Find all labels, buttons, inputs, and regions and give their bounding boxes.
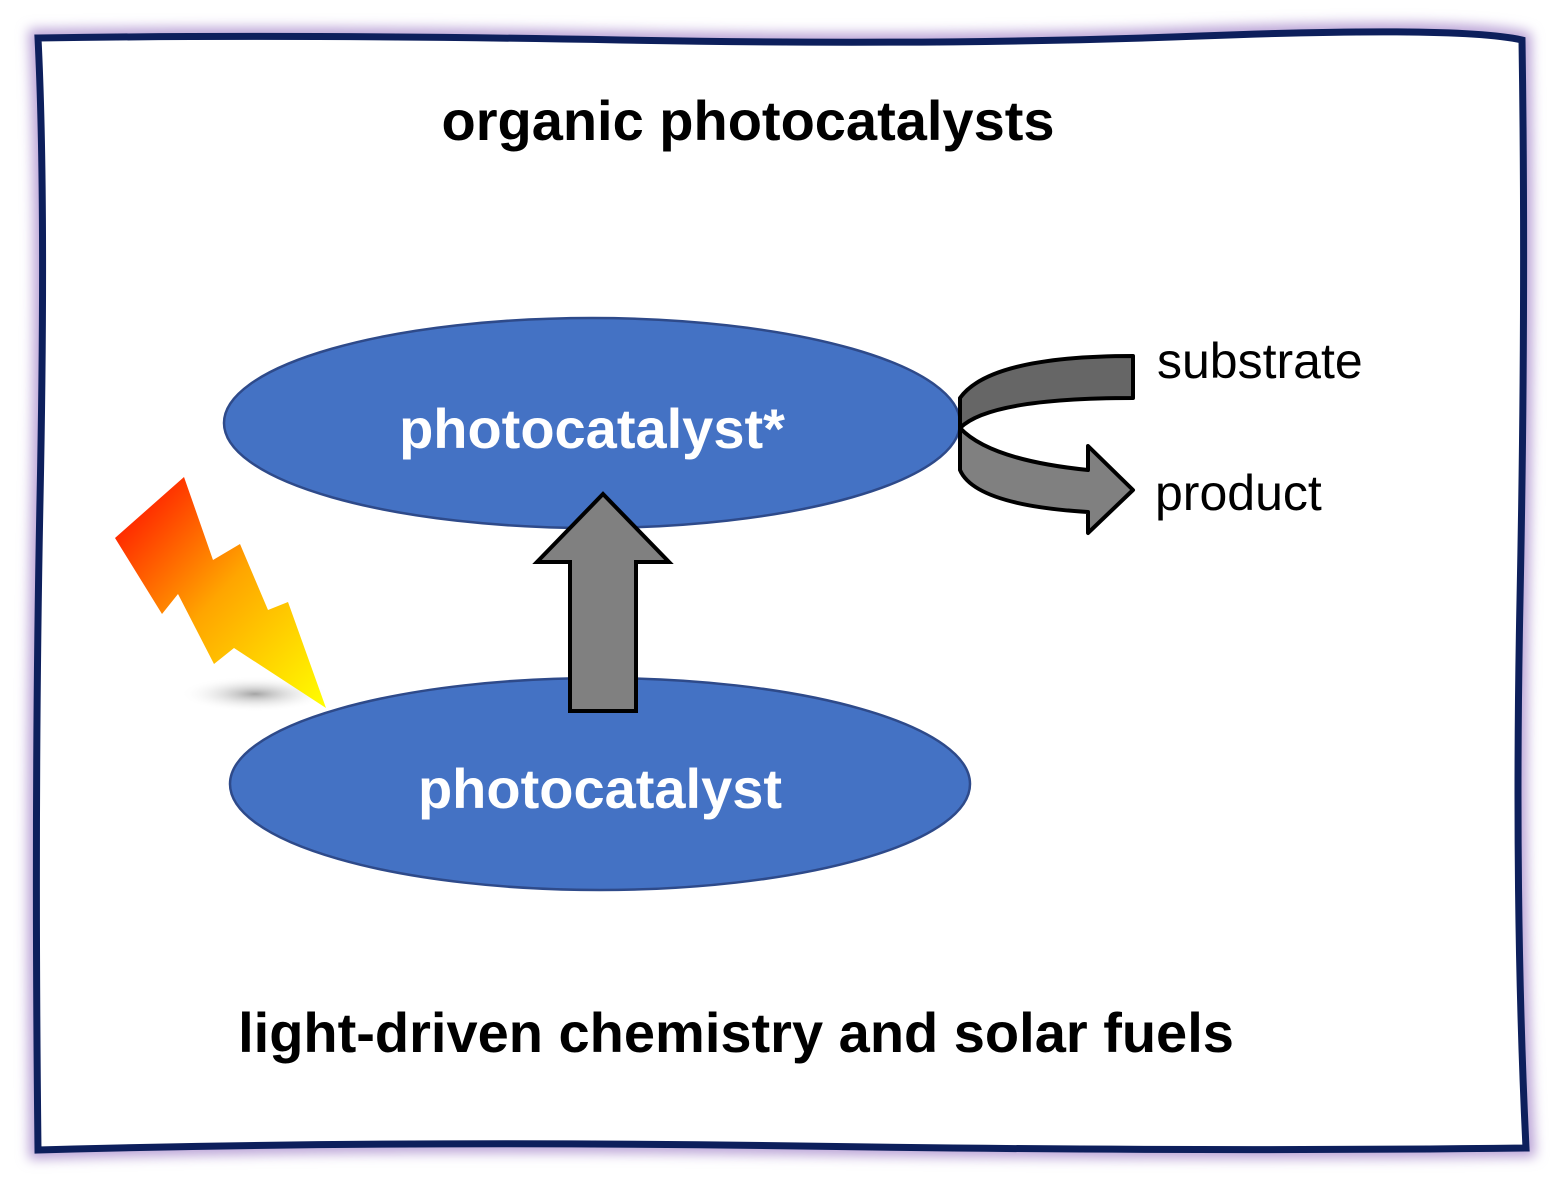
lightning-bolt-icon [115, 477, 326, 708]
diagram-subtitle: light-driven chemistry and solar fuels [238, 1001, 1234, 1064]
diagram-title: organic photocatalysts [441, 89, 1054, 152]
substrate-label: substrate [1157, 333, 1363, 389]
ground-state-label: photocatalyst [418, 757, 782, 820]
curved-arrow-icon [958, 426, 1135, 535]
up-arrow-icon [532, 491, 674, 713]
product-label: product [1155, 465, 1322, 521]
excited-state-label: photocatalyst* [399, 397, 785, 460]
